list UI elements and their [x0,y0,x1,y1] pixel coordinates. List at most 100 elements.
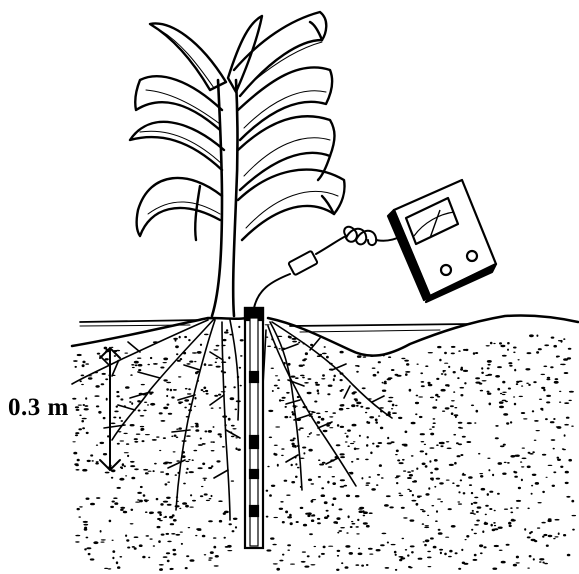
soil-speck [227,545,232,548]
soil-speck [430,537,434,539]
soil-speck [282,554,284,556]
soil-speck [418,558,423,560]
soil-speck [458,503,462,504]
soil-speck [88,553,91,555]
soil-speck [172,514,175,517]
soil-speck [427,382,430,384]
soil-speck [216,366,221,368]
soil-speck [531,485,533,487]
soil-speck [145,472,149,474]
soil-speck [419,416,423,418]
soil-speck [443,370,447,372]
soil-speck [378,442,383,444]
soil-speck [101,383,105,385]
soil-speck [418,396,423,397]
soil-speck [131,509,134,511]
soil-speck [421,381,425,383]
soil-speck [189,361,193,363]
soil-speck [458,491,460,493]
soil-speck [340,453,345,455]
soil-speck [112,501,115,503]
soil-speck [322,462,326,464]
soil-speck [159,412,163,414]
soil-speck [326,510,329,512]
soil-speck [167,541,171,543]
soil-speck [371,488,376,491]
soil-speck [190,494,192,496]
soil-speck [77,508,80,510]
soil-speck [197,351,202,354]
soil-speck [410,545,415,547]
soil-speck [170,389,172,392]
soil-speck [395,405,398,406]
soil-speck [78,516,81,517]
soil-speck [163,556,168,558]
soil-speck [397,459,400,461]
soil-speck [134,361,139,364]
soil-speck [86,432,89,434]
soil-speck [479,544,483,547]
soil-speck [373,374,377,377]
soil-speck [184,407,187,409]
soil-speck [347,445,349,447]
soil-speck [487,493,489,496]
soil-speck [471,492,473,494]
soil-speck [435,520,438,522]
soil-speck [564,424,569,426]
soil-speck [137,499,139,500]
soil-speck [547,520,551,522]
soil-speck [185,388,188,390]
soil-probe-icon [245,308,263,548]
soil-speck [545,418,548,420]
soil-speck [291,411,293,413]
depth-label: 0.3 m [8,394,69,422]
soil-speck [114,355,116,357]
soil-speck [363,356,367,358]
soil-speck [150,403,155,406]
soil-speck [300,375,305,377]
soil-speck [206,500,210,501]
soil-speck [384,383,387,384]
soil-speck [565,482,569,484]
soil-speck [529,453,533,455]
soil-speck [137,358,141,359]
soil-speck [474,554,477,557]
soil-speck [203,387,206,390]
soil-speck [395,374,399,376]
soil-speck [146,535,150,537]
soil-speck [479,473,483,474]
soil-speck [401,507,405,509]
soil-speck [160,471,164,472]
soil-speck [454,462,457,465]
soil-speck [346,408,350,409]
soil-speck [171,436,173,438]
soil-speck [454,407,457,408]
soil-speck [280,501,283,503]
soil-speck [325,411,328,412]
soil-speck [547,377,550,379]
soil-speck [168,413,172,415]
soil-speck [224,386,226,388]
soil-speck [345,566,349,569]
soil-speck [425,465,428,468]
soil-speck [88,377,93,379]
soil-speck [158,540,161,543]
soil-speck [112,557,114,559]
soil-speck [272,390,274,392]
soil-speck [422,510,426,512]
soil-speck [464,382,466,384]
soil-speck [568,348,572,350]
soil-speck [513,396,515,397]
soil-speck [446,480,450,481]
soil-speck [188,339,190,341]
soil-speck [90,454,93,456]
soil-speck [481,488,486,491]
soil-speck [72,398,76,400]
soil-speck [75,432,79,434]
soil-speck [457,377,459,379]
soil-speck [460,387,465,389]
soil-speck [368,476,371,478]
soil-speck [120,509,124,511]
soil-speck [449,464,454,466]
soil-speck [125,475,127,476]
